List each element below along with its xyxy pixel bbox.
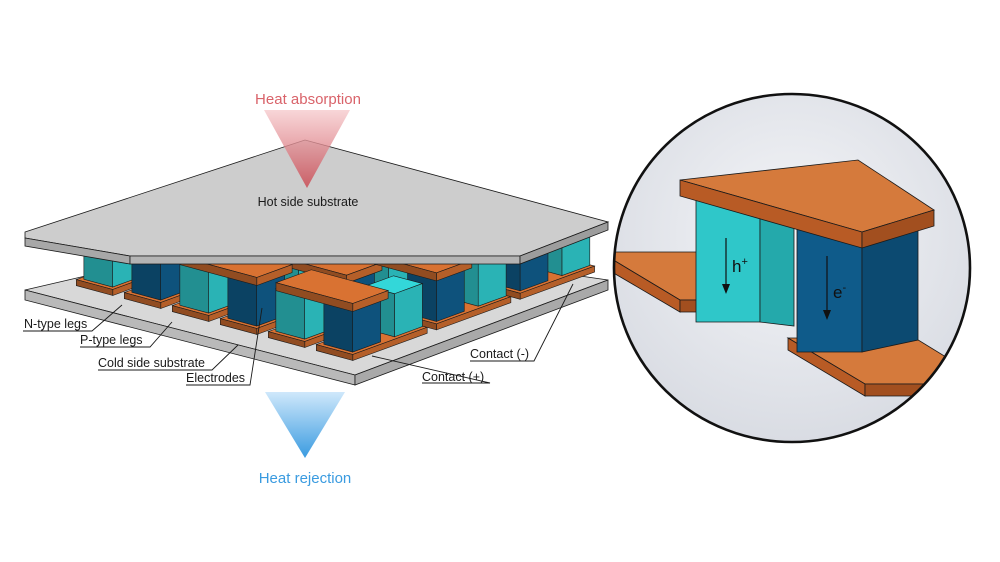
heat-rejection-label: Heat rejection bbox=[259, 470, 352, 487]
heat-absorption-arrow bbox=[264, 110, 350, 188]
electron-carrier-label: e- bbox=[833, 282, 846, 302]
hole-carrier-label: h+ bbox=[732, 256, 748, 276]
hot-side-substrate-label: Hot side substrate bbox=[258, 195, 359, 209]
electrodes-label: Electrodes bbox=[186, 371, 245, 385]
leader-lines bbox=[23, 283, 574, 386]
contact-plus-label: Contact (+) bbox=[422, 370, 484, 384]
inset-magnified-view bbox=[612, 92, 972, 444]
heat-rejection-arrow bbox=[265, 392, 345, 458]
n-type-legs-label: N-type legs bbox=[24, 317, 87, 331]
p-type-legs-label: P-type legs bbox=[80, 333, 143, 347]
top-electrode bbox=[274, 269, 390, 312]
heat-absorption-label: Heat absorption bbox=[255, 91, 361, 108]
contact-minus-label: Contact (-) bbox=[470, 347, 529, 361]
cold-side-substrate-label: Cold side substrate bbox=[98, 356, 205, 370]
